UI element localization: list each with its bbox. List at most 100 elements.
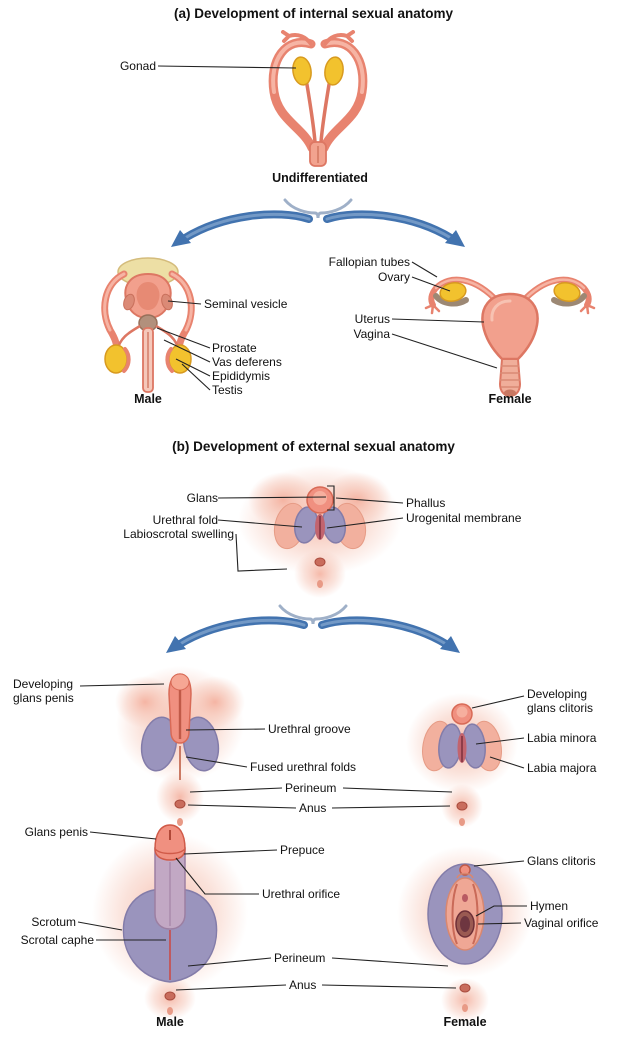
fused-urethral-folds-line <box>185 756 248 768</box>
urogenital-membrane-line <box>326 517 404 529</box>
developing-glans-penis-line <box>79 683 165 687</box>
anus-bot-left-line <box>175 984 287 991</box>
vagina-line <box>391 333 498 369</box>
prepuce-line <box>183 849 278 855</box>
label-vagina: Vagina <box>353 327 390 341</box>
label-vas-deferens: Vas deferens <box>212 355 282 369</box>
scrotum-line <box>77 921 123 931</box>
gonad-line <box>157 65 297 69</box>
label-anus-mature: Anus <box>289 978 317 992</box>
label-vaginal-orifice: Vaginal orifice <box>524 916 599 930</box>
fallopian-tubes-line <box>411 261 438 278</box>
mature-female-external-illustration <box>397 846 533 1022</box>
fimbriae-shape <box>579 303 596 315</box>
seminal-vesicle-line <box>167 300 202 305</box>
section-b-title: (b) Development of external sexual anato… <box>172 439 455 454</box>
seminal-vesicle-shape <box>161 293 173 311</box>
label-urethral-groove: Urethral groove <box>268 722 351 736</box>
left-arrowhead-icon <box>166 636 186 653</box>
glans-line <box>217 496 327 499</box>
label-perineum-developing: Perineum <box>285 781 337 795</box>
brace-shape <box>278 604 348 625</box>
label-undifferentiated: Undifferentiated <box>272 171 368 185</box>
label-ovary: Ovary <box>377 270 410 284</box>
scrotal-swelling-shape <box>182 716 220 772</box>
label-hymen: Hymen <box>530 899 569 913</box>
glans-clitoris-line <box>473 860 525 867</box>
perineum-bot-left-line <box>187 957 272 967</box>
heading-female-external: Female <box>443 1015 487 1029</box>
label-fallopian-tubes: Fallopian tubes <box>328 255 410 269</box>
label-glans-penis: Glans penis <box>24 825 88 839</box>
label-urethral-orifice: Urethral orifice <box>262 887 341 901</box>
label-glans: Glans <box>186 491 218 505</box>
female-internal-illustration <box>424 276 596 398</box>
vas-deferens-line <box>163 339 211 363</box>
ovary-remnant-shape <box>433 293 469 307</box>
label-epididymis: Epididymis <box>212 369 271 383</box>
urethral-orifice-line <box>175 857 259 895</box>
left-horn-shape <box>281 30 313 46</box>
label-fused-urethral-folds: Fused urethral folds <box>250 760 357 774</box>
label-developing-glans-penis: Developing glans penis <box>13 677 74 706</box>
anus-mid-left-line <box>187 804 297 809</box>
epididymis-line <box>175 358 211 377</box>
right-arrowhead-icon <box>445 230 465 247</box>
label-uterus: Uterus <box>354 312 390 326</box>
label-scrotum: Scrotum <box>31 915 76 929</box>
urethral-orifice-shape <box>462 894 468 902</box>
epididymis-shape <box>122 347 131 373</box>
perineum-mid-left-line <box>189 787 283 793</box>
label-glans-clitoris: Glans clitoris <box>527 854 596 868</box>
anus-mid-right-line <box>331 805 451 809</box>
labioscrotal-swelling-line <box>235 533 288 572</box>
gonad-shape <box>292 56 312 86</box>
heading-female-internal: Female <box>488 392 532 406</box>
anus-shape <box>459 983 471 993</box>
developing-male-external-illustration <box>115 666 245 826</box>
anus-bot-right-line <box>321 984 457 989</box>
fimbriae-shape <box>424 303 441 315</box>
label-anus-developing: Anus <box>299 801 327 815</box>
developing-glans-clitoris-line <box>471 695 525 709</box>
anus-shape <box>164 991 176 1001</box>
label-urogenital-membrane: Urogenital membrane <box>406 511 522 525</box>
label-testis: Testis <box>212 383 243 397</box>
right-arrowhead-icon <box>440 636 460 653</box>
label-prostate: Prostate <box>212 341 257 355</box>
label-prepuce: Prepuce <box>280 843 325 857</box>
branch-arrows-b <box>166 604 460 653</box>
glans-phallus-bracket <box>327 485 335 511</box>
ovary-shape <box>439 282 467 302</box>
phallus-line <box>335 497 404 504</box>
urethral-fold-line <box>217 519 303 528</box>
undifferentiated-external-illustration <box>238 465 402 598</box>
label-labia-majora: Labia majora <box>527 761 597 775</box>
uterus-line <box>391 318 485 323</box>
labia-minora-shape <box>451 883 458 945</box>
ovary-shape <box>553 282 581 302</box>
urethral-groove-line <box>185 728 266 731</box>
anus-shape <box>174 799 186 809</box>
label-perineum-mature: Perineum <box>274 951 326 965</box>
label-gonad: Gonad <box>119 59 156 73</box>
gonad-shape <box>324 56 344 86</box>
prostate-line <box>156 327 211 349</box>
prepuce-shape <box>154 848 186 855</box>
left-arrowhead-icon <box>171 230 191 247</box>
mature-male-external-illustration <box>92 824 248 1018</box>
vaginal-orifice-line <box>477 922 522 925</box>
glans-clitoris-shape <box>459 864 471 876</box>
labia-minora-line <box>475 737 525 745</box>
anus-shape <box>314 557 326 567</box>
ovary-remnant-shape <box>551 293 587 307</box>
developing-female-external-illustration <box>406 693 518 828</box>
testis-line <box>181 363 211 391</box>
hymen-line <box>475 905 527 917</box>
heading-male-external: Male <box>156 1015 184 1029</box>
section-a-title: (a) Development of internal sexual anato… <box>173 6 454 21</box>
heading-male-internal: Male <box>134 392 162 406</box>
vaginal-orifice-shape <box>460 916 470 932</box>
